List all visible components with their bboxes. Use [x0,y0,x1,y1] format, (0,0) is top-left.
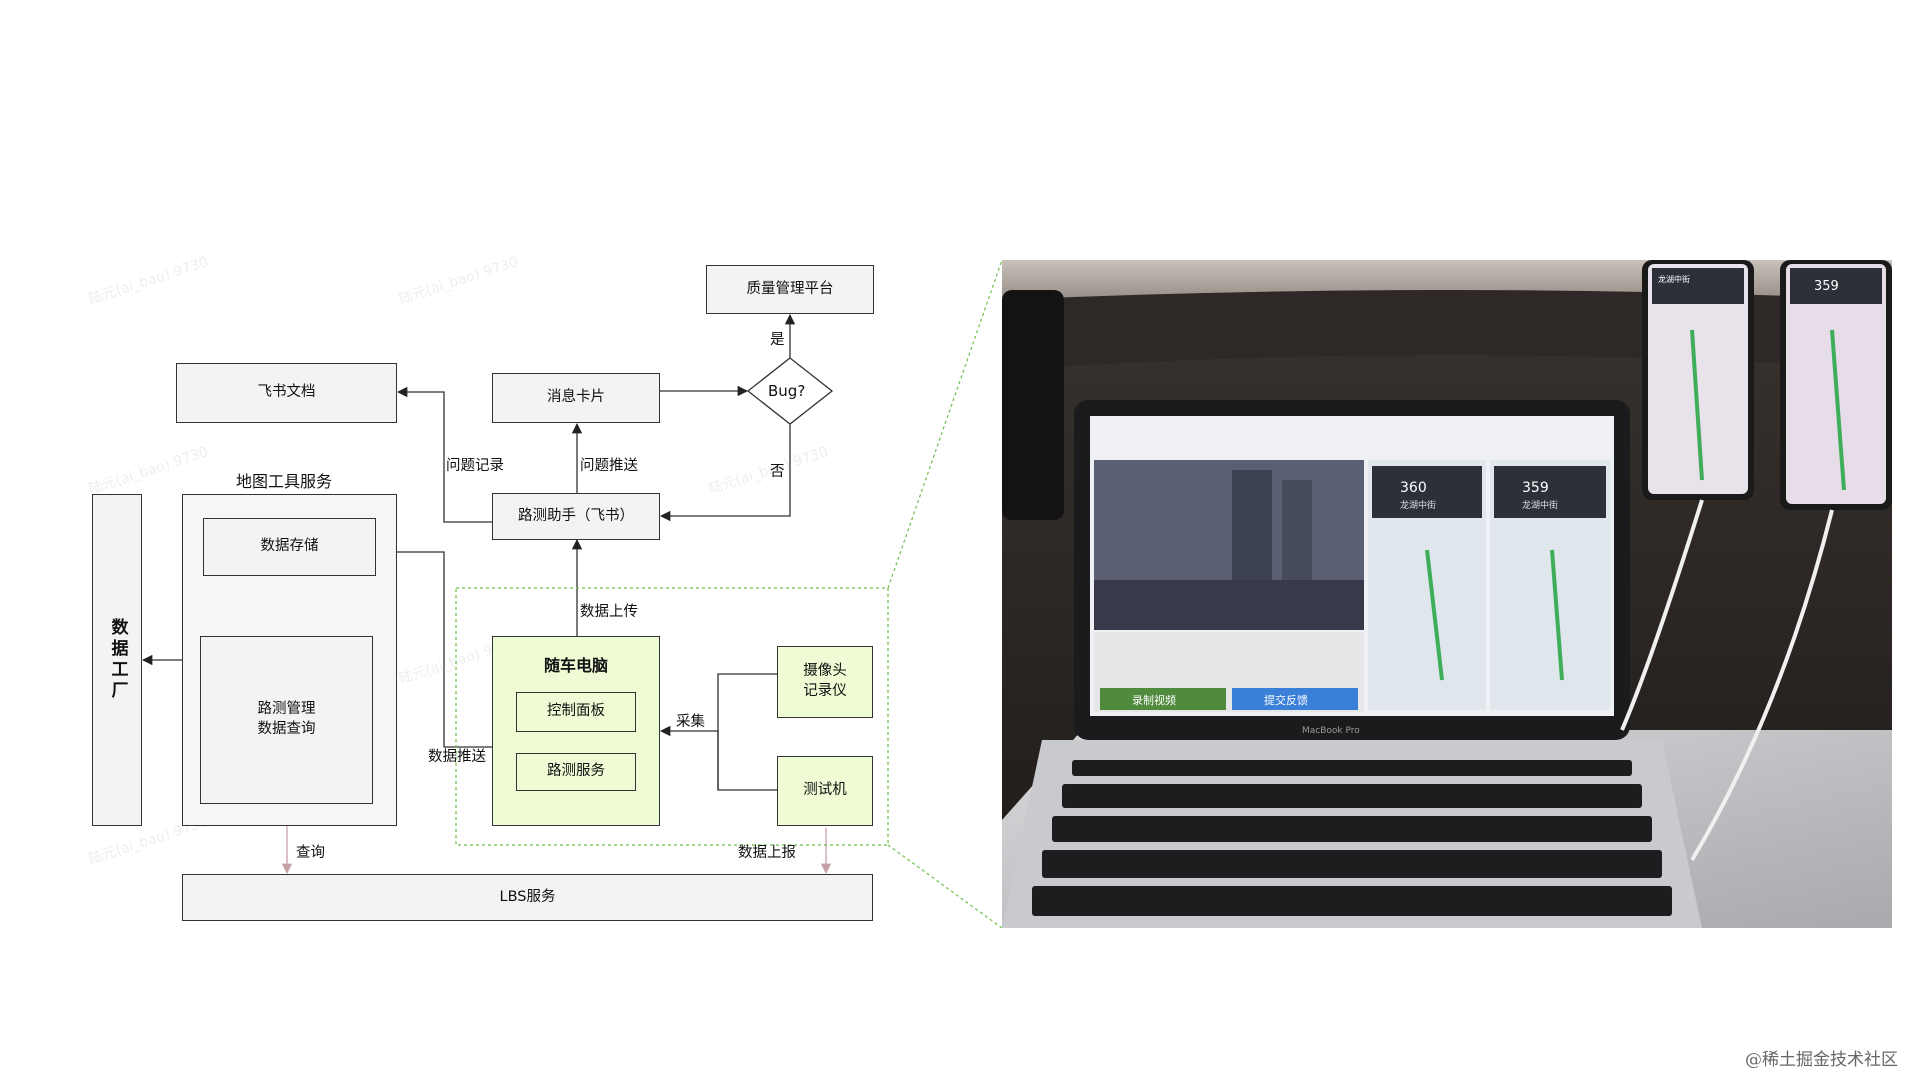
footer-watermark: @稀土掘金技术社区 [1745,1050,1898,1070]
edge-collect-tester [659,725,777,791]
node-bug-label: Bug? [768,382,806,400]
edge-collect-camera [717,673,777,790]
edge-label-data-push: 数据推送 [428,749,486,765]
car-region-dashed [455,587,889,846]
edge-data-push [375,546,492,748]
edge-label-yes: 是 [770,332,785,348]
nav-right-road: 龙湖中街 [1522,499,1558,511]
phone-left-road: 龙湖中街 [1658,274,1690,284]
edge-label-query: 查询 [296,845,325,861]
node-lbs-service: LBS服务 [182,874,873,921]
road-test-photo: 录制视频 提交反馈 360 龙湖中街 359 龙湖中街 MacBook Pro … [1002,260,1892,928]
photo-illustration: 录制视频 提交反馈 360 龙湖中街 359 龙湖中街 MacBook Pro … [1002,260,1892,928]
edge-label-data-upload: 数据上传 [580,604,638,620]
edge-label-issue-push: 问题推送 [580,458,638,474]
node-road-test-mgmt: 路测管理 数据查询 [200,636,373,804]
edge-label-issue-record: 问题记录 [446,458,504,474]
laptop-label: MacBook Pro [1302,726,1360,736]
edge-issue-record [396,386,492,523]
node-control-panel: 控制面板 [516,692,636,732]
btn-record-video: 录制视频 [1132,693,1176,707]
group-title-map-tool: 地图工具服务 [236,472,333,491]
node-message-card: 消息卡片 [492,373,660,423]
node-feishu-doc: 飞书文档 [176,363,397,423]
node-test-device: 测试机 [777,756,873,826]
btn-submit-feedback: 提交反馈 [1264,693,1308,707]
bug-diamond [746,357,834,425]
edge-label-data-report: 数据上报 [738,845,796,861]
node-road-test-assistant: 路测助手（飞书） [492,493,660,540]
edge-label-no: 否 [770,464,785,480]
node-data-factory: 数据工厂 [92,494,142,826]
nav-left-road: 龙湖中街 [1400,499,1436,511]
node-camera-recorder: 摄像头 记录仪 [777,646,873,718]
edge-label-collect: 采集 [676,714,705,730]
node-quality-platform: 质量管理平台 [706,265,874,314]
node-road-test-service: 路测服务 [516,753,636,791]
nav-left-distance: 360 [1400,480,1427,496]
node-data-storage: 数据存储 [203,518,376,576]
nav-right-distance: 359 [1522,480,1549,496]
edge-no [659,424,791,522]
phone-right-distance: 359 [1814,279,1839,294]
